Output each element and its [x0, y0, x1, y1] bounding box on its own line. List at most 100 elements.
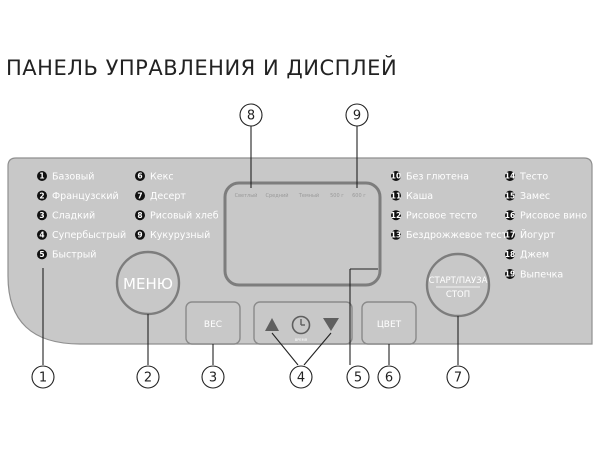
program-number-dot	[505, 249, 515, 260]
program-label: Замес	[520, 191, 550, 202]
program-number: 2	[39, 191, 44, 200]
program-number: 6	[137, 172, 142, 181]
page-title: ПАНЕЛЬ УПРАВЛЕНИЯ И ДИСПЛЕЙ	[6, 56, 398, 80]
callout-circle	[345, 103, 369, 127]
color-button[interactable]: ЦВЕТ	[361, 301, 417, 345]
program-item: 14 Тесто	[505, 171, 548, 182]
menu-button-label: МЕНЮ	[123, 275, 173, 293]
program-number: 7	[137, 191, 142, 200]
time-down-button[interactable]	[323, 318, 339, 331]
program-number-dot	[135, 190, 145, 201]
program-number-dot	[37, 249, 47, 260]
program-label: Быстрый	[52, 250, 96, 261]
program-number-dot	[505, 269, 515, 279]
program-item: 8 Рисовый хлеб	[135, 210, 219, 222]
time-up-button[interactable]	[265, 318, 279, 331]
program-number: 5	[39, 250, 44, 259]
program-number-dot	[135, 171, 145, 181]
callout-number: 6	[385, 371, 393, 386]
callout-number: 8	[247, 109, 255, 124]
program-label: Десерт	[150, 191, 186, 202]
callout-7: 7	[446, 365, 470, 389]
time-caption: ВРЕМЯ	[295, 338, 308, 342]
program-label: Французский	[52, 191, 119, 202]
program-item: 2 Французский	[37, 190, 119, 202]
program-label: Каша	[406, 191, 433, 202]
program-item: 6 Кекс	[135, 171, 174, 182]
program-label: Выпечка	[520, 269, 563, 280]
callout-number: 5	[354, 371, 362, 386]
program-label: Рисовое вино	[520, 211, 587, 222]
program-number-dot	[37, 171, 47, 181]
callout-circle	[239, 103, 263, 127]
program-number-dot	[391, 190, 401, 201]
program-item: 5 Быстрый	[37, 249, 96, 261]
callout-9: 9	[345, 103, 369, 127]
program-number: 14	[505, 172, 515, 181]
program-label: Йогурт	[520, 229, 556, 241]
program-number: 13	[391, 231, 401, 240]
program-number-dot	[37, 229, 47, 240]
program-item: 13 Бездрожжевое тесто	[391, 229, 513, 241]
program-label: Рисовый хлеб	[150, 211, 219, 222]
program-number-dot	[505, 229, 515, 240]
display-label: 500 г	[330, 193, 344, 199]
program-number: 17	[505, 231, 515, 240]
program-number: 15	[505, 191, 515, 200]
callout-number: 2	[144, 371, 152, 386]
program-number: 4	[39, 231, 44, 240]
program-number-dot	[505, 171, 515, 181]
program-number: 12	[391, 211, 401, 220]
callout-6: 6	[377, 365, 401, 389]
start-pause-button[interactable]: СТАРТ/ПАУЗА СТОП	[425, 252, 491, 318]
program-number: 18	[505, 250, 515, 259]
display-label: Светлый	[235, 192, 258, 199]
callout-2: 2	[136, 365, 160, 389]
time-control: ВРЕМЯ	[253, 301, 353, 345]
callout-3: 3	[201, 365, 225, 389]
callout-circle	[377, 365, 401, 389]
callout-number: 9	[353, 109, 361, 124]
display-label: 600 г	[352, 193, 366, 199]
program-item: 7 Десерт	[135, 190, 186, 202]
program-label: Кекс	[150, 171, 174, 182]
program-label: Джем	[520, 250, 549, 261]
display-label: Темный	[298, 192, 319, 199]
callout-circle	[201, 365, 225, 389]
program-item: 15 Замес	[505, 190, 550, 202]
start-button-label: СТАРТ/ПАУЗА	[429, 276, 488, 286]
program-item: 1 Базовый	[37, 171, 94, 182]
menu-button[interactable]: МЕНЮ	[115, 250, 181, 316]
program-number: 8	[137, 211, 142, 220]
color-button-label: ЦВЕТ	[377, 320, 402, 330]
callout-number: 4	[297, 371, 305, 386]
callout-circle	[31, 365, 55, 389]
program-item: 19 Выпечка	[505, 269, 563, 280]
program-number-dot	[505, 190, 515, 201]
program-number: 19	[505, 270, 515, 279]
clock-icon	[291, 315, 311, 335]
program-item: 18 Джем	[505, 249, 549, 261]
program-item: 3 Сладкий	[37, 210, 95, 222]
program-label: Тесто	[519, 171, 548, 182]
program-number-dot	[135, 210, 145, 221]
program-number-dot	[391, 171, 401, 181]
program-label: Базовый	[52, 171, 94, 182]
program-number: 1	[39, 172, 44, 181]
program-number: 16	[505, 211, 515, 220]
callout-number: 7	[454, 371, 462, 386]
program-number: 3	[39, 211, 44, 220]
leader-lines	[42, 126, 459, 366]
display-label: Средний	[266, 192, 289, 199]
callout-circle	[346, 365, 370, 389]
callout-number: 1	[39, 371, 47, 386]
callout-circle	[136, 365, 160, 389]
program-label: Сладкий	[52, 211, 95, 222]
program-label: Бездрожжевое тесто	[406, 230, 513, 241]
weight-button[interactable]: ВЕС	[185, 301, 241, 345]
